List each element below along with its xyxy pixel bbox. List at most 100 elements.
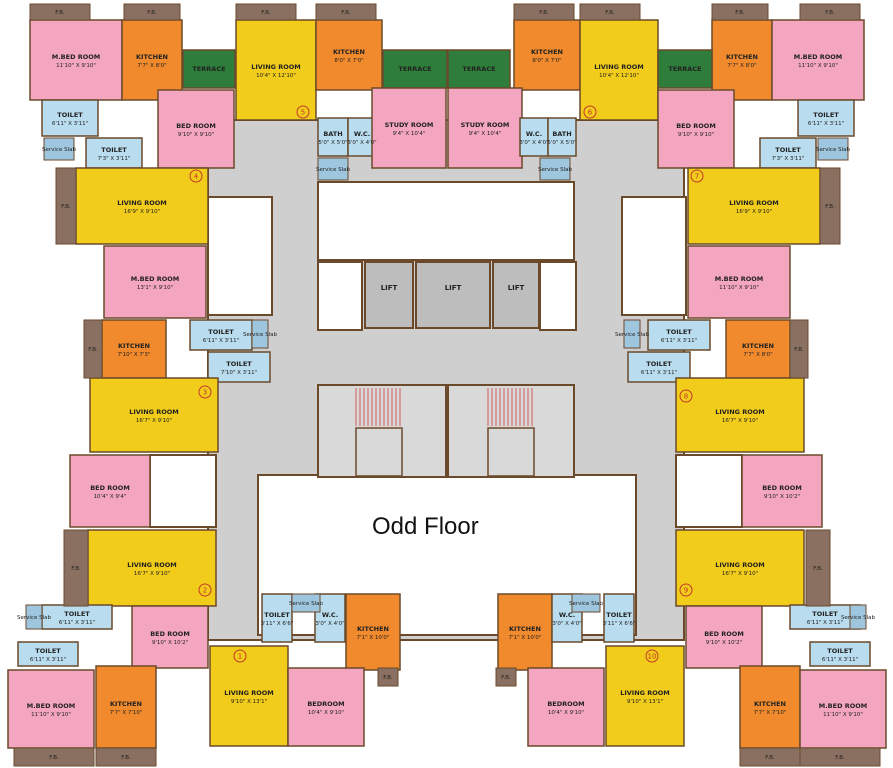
flower-bed <box>315 3 377 21</box>
fb-labels: F.B. F.B. F.B. F.B. F.B. F.B. F.B. F.B. F.B. F.B.… <box>13 3 881 767</box>
flat-number: 8 <box>684 393 688 401</box>
room-size: 3'0" X 4'0" <box>315 621 344 627</box>
room-6 <box>579 19 659 121</box>
flat-number-circle <box>296 105 310 119</box>
room-name: KITCHEN <box>742 342 774 350</box>
room-name: BEDROOM <box>547 700 584 708</box>
room-name: TOILET <box>101 146 127 154</box>
flower-bed-label: F.B. <box>825 10 835 16</box>
room-size: 11'10" X 9'10" <box>823 712 863 718</box>
room-23 <box>797 99 855 137</box>
lobby-void <box>207 196 273 316</box>
room-size: 5'0" X 5'0" <box>318 140 347 146</box>
room-name: LIVING ROOM <box>620 689 670 697</box>
room-30 <box>725 319 791 379</box>
flower-bed-label: F.B. <box>765 755 775 761</box>
lobby-void <box>675 454 743 528</box>
lift-1 <box>364 261 414 329</box>
room-3 <box>235 19 317 121</box>
room-20 <box>657 89 735 169</box>
room-size: 11'10" X 9'10" <box>719 285 759 291</box>
room-47 <box>7 669 95 749</box>
service-slab-label: Service Slab <box>841 615 875 621</box>
room-size: 7'10" X 7'3" <box>118 352 151 358</box>
room-size: 5'0" X 5'0" <box>547 140 576 146</box>
flower-bed-label: F.B. <box>147 10 157 16</box>
service-slab <box>317 157 349 181</box>
terrace-9 <box>182 49 236 89</box>
room-size: 16'9" X 9'10" <box>124 209 160 215</box>
flower-bed-label: F.B. <box>825 204 835 210</box>
room-34 <box>627 351 691 383</box>
flower-bed <box>799 3 861 21</box>
room-35 <box>89 377 219 453</box>
flower-bed-label: F.B. <box>383 675 393 681</box>
room-name: BED ROOM <box>150 630 190 638</box>
flower-bed-label: F.B. <box>735 10 745 16</box>
room-size: 9'4" X 10'4" <box>469 131 502 137</box>
flower-bed-label: F.B. <box>71 566 81 572</box>
flower-bed <box>63 529 89 607</box>
service-slab-label: Service Slab <box>816 147 850 153</box>
room-name: KITCHEN <box>754 700 786 708</box>
room-name: TOILET <box>775 146 801 154</box>
lobby-void <box>149 454 217 528</box>
room-14 <box>317 117 349 157</box>
room-name: BED ROOM <box>676 122 716 130</box>
flower-bed-label: F.B. <box>121 755 131 761</box>
room-size: 11'10" X 9'10" <box>31 712 71 718</box>
room-name: M.BED ROOM <box>27 702 76 710</box>
room-name: TOILET <box>646 360 672 368</box>
room-name: KITCHEN <box>531 48 563 56</box>
room-size: 9'10" X 13'1" <box>627 699 663 705</box>
service-slab <box>251 319 269 349</box>
room-name: LIVING ROOM <box>127 561 177 569</box>
room-name: BEDROOM <box>307 700 344 708</box>
room-name: LIVING ROOM <box>715 408 765 416</box>
room-size: 7'3" X 3'11" <box>772 156 805 162</box>
flat-number: 6 <box>588 109 593 117</box>
flower-bed-label: F.B. <box>605 10 615 16</box>
flat-number: 9 <box>684 587 688 595</box>
room-size: 3'11" X 6'6" <box>261 621 294 627</box>
service-slab-label: Service Slab <box>316 167 350 173</box>
service-slab <box>623 319 641 349</box>
service-slab <box>539 157 571 181</box>
service-slab <box>25 604 43 630</box>
room-name: TERRACE <box>668 65 701 73</box>
room-size: 6'11" X 3'11" <box>59 620 95 626</box>
flower-bed-label: F.B. <box>261 10 271 16</box>
room-size: 6'11" X 3'11" <box>30 657 66 663</box>
room-name: TOILET <box>208 328 234 336</box>
room-29 <box>101 319 167 379</box>
room-42 <box>17 641 79 667</box>
flower-bed-label: F.B. <box>55 10 65 16</box>
lobby-void <box>621 196 687 316</box>
service-slab <box>291 593 321 613</box>
room-name: TOILET <box>813 111 839 119</box>
lift-label: LIFT <box>381 284 398 292</box>
flower-bed <box>55 167 77 245</box>
room-name: LIVING ROOM <box>251 63 301 71</box>
room-size: 7'7" X 8'0" <box>137 63 166 69</box>
flat-number: 4 <box>194 173 199 181</box>
room-19 <box>547 117 577 157</box>
service-slab <box>43 137 75 161</box>
room-name: STUDY ROOM <box>461 121 510 129</box>
room-name: KITCHEN <box>333 48 365 56</box>
flower-bed-label: F.B. <box>835 755 845 761</box>
flower-bed <box>123 3 181 21</box>
flower-bed-label: F.B. <box>813 566 823 572</box>
room-48 <box>95 665 157 749</box>
flat-number-circle <box>198 385 212 399</box>
room-54 <box>497 593 553 671</box>
room-size: 6'11" X 3'11" <box>807 620 843 626</box>
terrace-12 <box>657 49 713 89</box>
stair-treads <box>355 388 533 426</box>
floor-title: Odd Floor <box>372 513 479 540</box>
flower-bed-label: F.B. <box>341 10 351 16</box>
flat-number: 2 <box>203 587 207 595</box>
flower-bed-label: F.B. <box>501 675 511 681</box>
